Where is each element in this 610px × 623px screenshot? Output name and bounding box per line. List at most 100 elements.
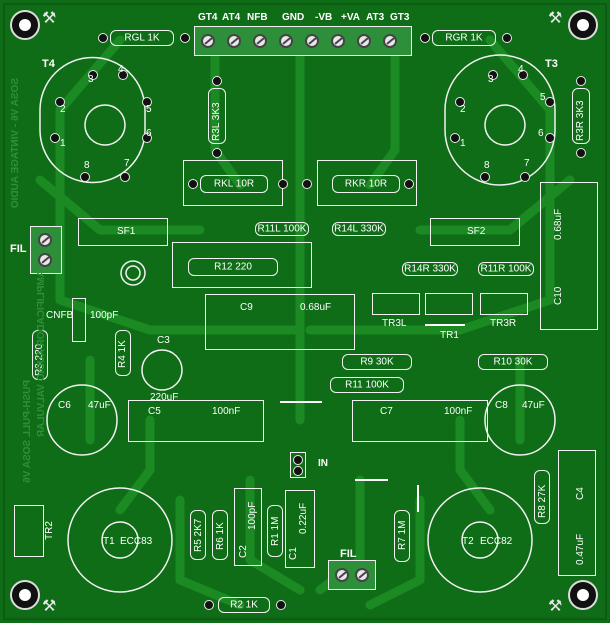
resistor-rkl-body: RKL 10R xyxy=(200,175,268,193)
capacitor-c4 xyxy=(558,450,596,576)
fuse-sf2-label: SF2 xyxy=(467,226,486,237)
resistor-r2-label: R2 1K xyxy=(230,599,258,611)
resistor-rgr-label: RGR 1K xyxy=(445,32,483,44)
resistor-r8 xyxy=(534,470,550,524)
resistor-r5 xyxy=(190,510,206,560)
screw-terminal xyxy=(331,34,345,48)
pin-number: 3 xyxy=(88,74,94,85)
resistor-r14l-label: R14L 330K xyxy=(334,223,384,235)
capacitor-c1 xyxy=(285,490,315,568)
capacitor-c7-label: C7 xyxy=(380,406,393,417)
tube-t1-label: T1 xyxy=(103,536,115,547)
trimmer-tr3l-label: TR3L xyxy=(382,318,407,329)
resistor-r10: R10 30K xyxy=(478,354,548,370)
capacitor-c2-label: C2 xyxy=(238,545,249,558)
resistor-r10-label: R10 30K xyxy=(493,356,533,368)
resistor-rkr-body: RKR 10R xyxy=(332,175,400,193)
socket-pin xyxy=(50,133,60,143)
silkscreen-mirror-text: SOSA V6 - VINTAGE AUDIO xyxy=(10,78,21,209)
resistor-rgl: RGL 1K xyxy=(110,30,174,46)
socket-pin xyxy=(80,172,90,182)
connector-label: GT3 xyxy=(390,12,410,23)
pin-number: 5 xyxy=(540,92,546,103)
pin-number: 1 xyxy=(60,138,66,149)
resistor-r8-label: R8 27K xyxy=(537,484,548,518)
capacitor-c7-value: 100nF xyxy=(444,406,473,417)
pin-number: 4 xyxy=(118,64,124,75)
tube-t3-label: T3 xyxy=(545,58,558,70)
resistor-r3r xyxy=(572,88,590,144)
resistor-r1-label: R1 1M xyxy=(270,516,281,546)
connector-label: GT4 xyxy=(198,12,218,23)
socket-pin xyxy=(455,97,465,107)
screw-terminal xyxy=(355,568,369,582)
wrench-icon: ⚒ xyxy=(548,10,563,27)
mounting-hole-bottom-right xyxy=(568,580,598,610)
capacitor-c2 xyxy=(234,488,262,566)
mounting-hole-bottom-left xyxy=(10,580,40,610)
silkscreen-mirror-text: AMPLIFICADOR AUDIO VALVULAR xyxy=(36,270,47,438)
pad xyxy=(276,600,286,610)
pin-number: 7 xyxy=(124,158,130,169)
pad xyxy=(576,76,586,86)
wrench-icon: ⚒ xyxy=(548,598,563,615)
socket-pin xyxy=(88,70,98,80)
socket-pin xyxy=(142,97,152,107)
capacitor-cnfb-value: 100pF xyxy=(90,310,119,321)
socket-pin xyxy=(480,172,490,182)
screw-terminal xyxy=(227,34,241,48)
pin-number: 6 xyxy=(538,128,544,139)
pad xyxy=(293,455,303,465)
capacitor-c6-value: 47uF xyxy=(88,400,111,411)
socket-pin xyxy=(518,70,528,80)
resistor-r7-label: R7 1M xyxy=(397,520,408,550)
resistor-r5-label: R5 2K7 xyxy=(193,518,204,552)
socket-pin xyxy=(120,172,130,182)
resistor-r11r-label: R11R 100K xyxy=(480,263,532,275)
resistor-r6-label: R6 1K xyxy=(215,522,226,550)
terminal-block-top xyxy=(194,26,412,56)
pad xyxy=(404,179,414,189)
capacitor-c8-value: 47uF xyxy=(522,400,545,411)
pad xyxy=(278,179,288,189)
resistor-r11: R11 100K xyxy=(330,377,404,393)
mounting-hole-top-right xyxy=(568,10,598,40)
screw-terminal xyxy=(305,34,319,48)
pad xyxy=(98,33,108,43)
socket-pin xyxy=(488,70,498,80)
trimmer-tr3r-label: TR3R xyxy=(490,318,517,329)
resistor-r11r: R11R 100K xyxy=(478,262,534,276)
capacitor-c8-label: C8 xyxy=(495,400,508,411)
resistor-rkl-label: RKL 10R xyxy=(213,178,255,190)
resistor-r6 xyxy=(212,510,228,560)
pad xyxy=(212,148,222,158)
resistor-r3l xyxy=(208,88,226,144)
trimmer-tr1-label: TR1 xyxy=(440,330,459,341)
screw-terminal xyxy=(38,253,52,267)
input-header xyxy=(290,452,306,478)
resistor-r4 xyxy=(115,330,131,376)
capacitor-c1-value: 0.22uF xyxy=(298,502,309,534)
terminal-block-fil-bottom xyxy=(328,560,376,590)
pad xyxy=(204,600,214,610)
resistor-rgr: RGR 1K xyxy=(432,30,496,46)
pin-number: 2 xyxy=(460,104,466,115)
wrench-icon: ⚒ xyxy=(42,598,57,615)
socket-pin xyxy=(55,97,65,107)
resistor-r14l: R14L 330K xyxy=(332,222,386,236)
tube-t4-label: T4 xyxy=(42,58,55,70)
terminal-block-fil-left xyxy=(30,226,62,274)
socket-pin xyxy=(118,70,128,80)
trimmer-tr2-label: TR2 xyxy=(44,521,55,540)
screw-terminal xyxy=(279,34,293,48)
capacitor-c3-label: C3 xyxy=(157,335,170,346)
resistor-r7 xyxy=(394,510,410,562)
capacitor-c6-label: C6 xyxy=(58,400,71,411)
connector-label: -VB xyxy=(315,12,333,23)
resistor-r9-label: R9 30K xyxy=(360,356,394,368)
pin-number: 8 xyxy=(84,160,90,171)
capacitor-c9 xyxy=(205,294,355,350)
connector-label: AT4 xyxy=(222,12,241,23)
socket-pin xyxy=(545,133,555,143)
pad xyxy=(502,33,512,43)
